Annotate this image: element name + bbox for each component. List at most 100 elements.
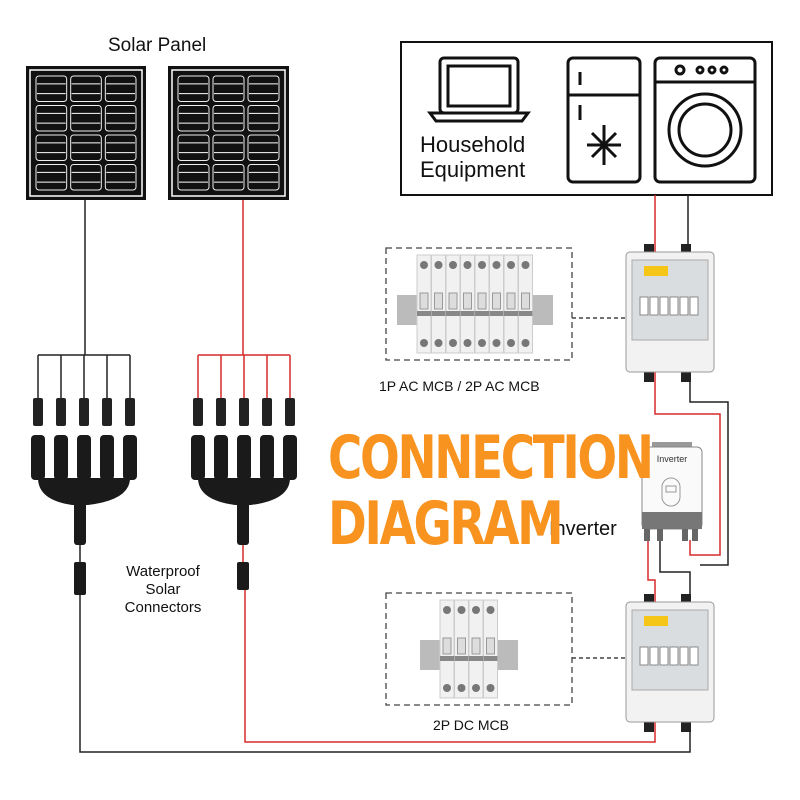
diagram-shape xyxy=(659,296,669,316)
diagram-shape xyxy=(440,656,454,661)
diagram-shape xyxy=(659,540,691,602)
diagram-shape xyxy=(707,65,717,75)
diagram-shape xyxy=(492,261,501,269)
inverter-icon xyxy=(641,442,703,541)
diagram-shape xyxy=(434,261,443,269)
diagram-shape xyxy=(449,339,457,347)
household-box xyxy=(400,41,773,196)
diagram-shape xyxy=(79,595,691,753)
diagram-shape xyxy=(679,296,689,316)
diagram-shape xyxy=(681,372,691,382)
diagram-shape xyxy=(260,435,274,480)
diagram-shape xyxy=(100,435,114,480)
diagram-shape xyxy=(237,562,249,590)
diagram-shape xyxy=(566,56,642,184)
diagram-shape xyxy=(463,339,472,347)
title-line2: DIAGRAM xyxy=(328,489,564,559)
diagram-shape xyxy=(677,102,733,158)
diagram-shape xyxy=(431,311,446,316)
diagram-title: CONNECTION DIAGRAM xyxy=(328,425,654,559)
diagram-shape xyxy=(507,261,515,269)
diagram-shape xyxy=(472,684,480,692)
diagram-shape xyxy=(434,292,443,310)
diagram-shape xyxy=(644,616,668,626)
dc-mcb-label: 2P DC MCB xyxy=(433,717,509,733)
dc-mcb-group xyxy=(385,592,573,706)
diagram-shape xyxy=(647,540,656,602)
diagram-shape xyxy=(719,65,729,75)
diagram-shape xyxy=(74,562,86,595)
diagram-shape xyxy=(682,529,688,541)
diagram-shape xyxy=(463,292,472,310)
diagram-shape xyxy=(477,292,487,310)
diagram-shape xyxy=(237,435,251,480)
diagram-shape xyxy=(454,656,469,661)
diagram-shape xyxy=(443,684,451,692)
diagram-shape xyxy=(457,684,466,692)
distribution-box-icon xyxy=(625,244,715,382)
diagram-shape xyxy=(35,105,68,132)
diagram-shape xyxy=(446,311,460,316)
diagram-shape xyxy=(448,292,458,310)
diagram-shape xyxy=(434,339,443,347)
diagram-shape xyxy=(123,435,137,480)
diagram-shape xyxy=(652,442,692,448)
wires xyxy=(37,195,729,753)
diagram-shape xyxy=(649,646,659,666)
diagram-shape xyxy=(689,646,699,666)
diagram-shape xyxy=(681,594,691,604)
diagram-shape xyxy=(177,164,210,191)
diagram-shape xyxy=(665,485,677,493)
diagram-shape xyxy=(654,372,721,556)
diagram-shape xyxy=(492,292,501,310)
diagram-shape xyxy=(191,435,205,480)
diagram-shape xyxy=(657,529,663,541)
diagram-shape xyxy=(104,164,137,191)
connectors-line2: Solar xyxy=(145,581,181,598)
diagram-shape xyxy=(442,637,452,655)
diagram-shape xyxy=(478,261,486,269)
diagram-shape xyxy=(689,296,699,316)
diagram-shape xyxy=(283,435,297,480)
diagram-shape xyxy=(239,398,249,426)
diagram-shape xyxy=(681,244,691,254)
diagram-shape xyxy=(639,646,649,666)
diagram-shape xyxy=(104,75,137,102)
diagram-shape xyxy=(79,398,89,426)
diagram-shape xyxy=(507,339,515,347)
diagram-shape xyxy=(644,266,668,276)
diagram-shape xyxy=(56,398,66,426)
diagram-shape xyxy=(193,398,203,426)
diagram-shape xyxy=(417,311,431,316)
diagram-shape xyxy=(518,311,533,316)
diagram-shape xyxy=(77,435,91,480)
diagram-shape xyxy=(419,292,429,310)
diagram-shape xyxy=(483,656,498,661)
diagram-shape xyxy=(644,372,654,382)
washing-machine-icon xyxy=(653,56,757,184)
diagram-shape xyxy=(31,435,45,480)
diagram-shape xyxy=(486,637,495,655)
diagram-shape xyxy=(198,478,290,505)
distribution-box-icon xyxy=(625,594,715,732)
connectors-line1: Waterproof xyxy=(126,563,200,580)
diagram-shape xyxy=(212,164,245,191)
diagram-shape xyxy=(33,398,43,426)
diagram-shape xyxy=(212,105,245,132)
diagram-shape xyxy=(689,372,729,566)
diagram-shape xyxy=(212,75,245,102)
diagram-shape xyxy=(171,69,286,197)
diagram-shape xyxy=(37,354,131,398)
diagram-shape xyxy=(247,164,280,191)
diagram-shape xyxy=(35,134,68,161)
diagram-shape xyxy=(104,134,137,161)
diagram-shape xyxy=(463,261,472,269)
diagram-shape xyxy=(457,637,466,655)
diagram-shape xyxy=(587,125,621,165)
diagram-shape xyxy=(460,311,475,316)
diagram-shape xyxy=(674,64,686,76)
diagram-shape xyxy=(471,637,481,655)
diagram-shape xyxy=(692,529,698,541)
diagram-shape xyxy=(262,398,272,426)
